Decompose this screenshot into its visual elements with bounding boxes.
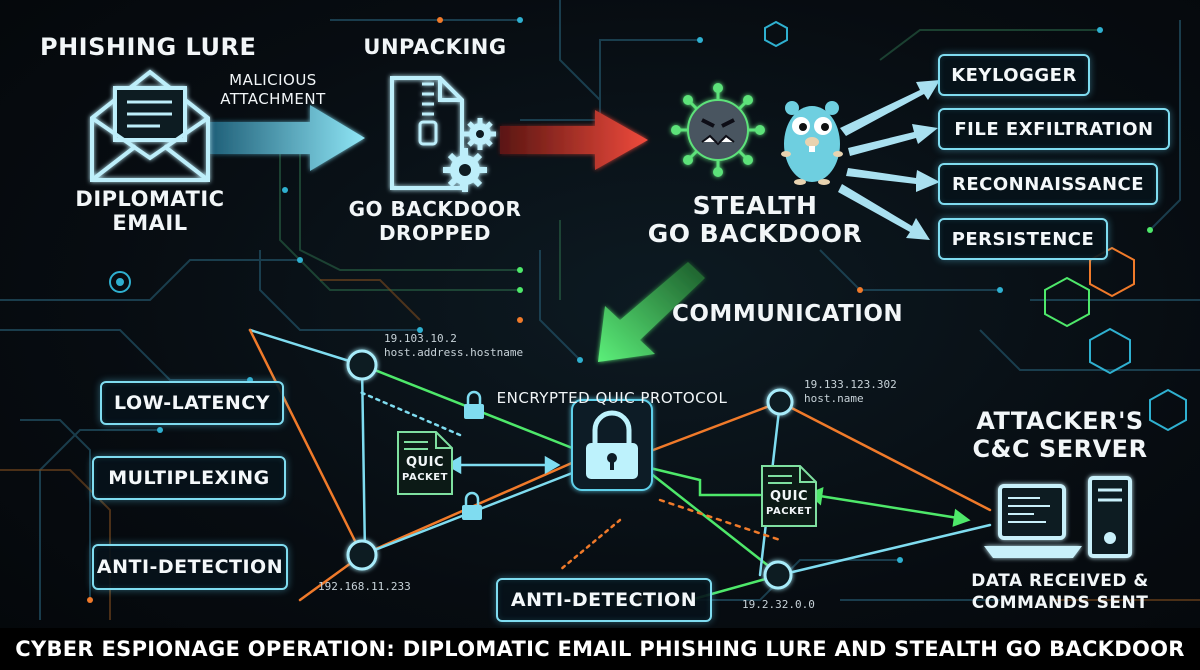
footer-title: CYBER ESPIONAGE OPERATION: DIPLOMATIC EM…	[0, 628, 1200, 670]
padlock-icon	[462, 390, 484, 520]
server-title-line1: Attacker's	[976, 407, 1144, 435]
node3-ip: 19.133.123.302	[804, 378, 897, 391]
attachment-label-line2: Attachment	[220, 90, 326, 108]
unpack-caption-line1: Go Backdoor	[348, 197, 522, 221]
server-title-line2: C&C Server	[972, 435, 1148, 463]
server-caption-line2: Commands Sent	[971, 593, 1149, 613]
feature-multiplexing: Multiplexing	[92, 456, 286, 500]
unpack-caption-line2: Dropped	[378, 221, 492, 245]
node-3	[766, 388, 794, 416]
protocol-label: Encrypted QUIC Protocol	[496, 389, 728, 407]
server-tower-icon	[1088, 476, 1132, 558]
capability-file-exfiltration: File Exfiltration	[938, 108, 1170, 150]
lure-title: Phishing Lure	[40, 33, 257, 61]
feature-low-latency: Low-Latency	[100, 381, 284, 425]
packet-label-1-line2: Packet	[402, 472, 448, 483]
anti-detection-box-2: Anti-Detection	[496, 578, 712, 622]
capability-reconnaissance: Reconnaissance	[938, 163, 1158, 205]
packet-label-2-line2: Packet	[766, 506, 812, 517]
backdoor-label-line1: Stealth	[692, 191, 818, 220]
node1-host: host.address.hostname	[384, 346, 524, 359]
node4-ip: 19.2.32.0.0	[742, 598, 815, 611]
node2-ip: 192.168.11.233	[318, 580, 411, 593]
virus-icon	[671, 83, 765, 177]
backdoor-label-line2: Go Backdoor	[647, 219, 863, 248]
node-1	[346, 349, 378, 381]
capability-keylogger: Keylogger	[938, 54, 1090, 96]
envelope-icon	[90, 69, 210, 182]
node1-ip: 19.103.10.2	[384, 332, 457, 345]
gopher-icon	[781, 101, 843, 185]
lure-caption-line2: Email	[112, 211, 188, 235]
unpack-title: Unpacking	[363, 35, 507, 59]
packet-label-1-line1: QUIC	[406, 455, 444, 470]
attachment-label-line1: Malicious	[229, 71, 317, 89]
gear-icon	[443, 118, 496, 192]
hexagon-icon	[764, 20, 1187, 432]
node-4	[763, 560, 793, 590]
capability-persistence: Persistence	[938, 218, 1108, 260]
communication-label: Communication	[672, 301, 904, 327]
node-2	[346, 539, 378, 571]
packet-file-icon	[397, 431, 817, 527]
lure-caption-line1: Diplomatic	[75, 187, 225, 211]
zip-file-icon	[390, 76, 464, 190]
laptop-icon	[984, 484, 1082, 558]
server-caption-line1: Data Received &	[971, 571, 1149, 591]
node3-host: host.name	[804, 392, 864, 405]
padlock-icon	[571, 399, 653, 491]
feature-anti-detection: Anti-Detection	[92, 544, 288, 590]
packet-label-2-line1: QUIC	[770, 489, 808, 504]
